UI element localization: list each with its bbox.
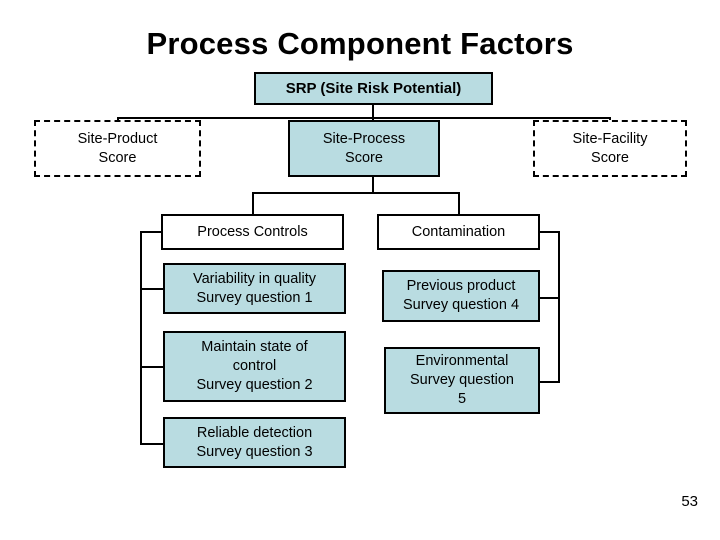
connector-contamination-vertical-bus [558,231,560,383]
node-process-controls-label: Process Controls [197,223,308,240]
connector-stub-maintain [140,366,164,368]
node-maintain-state-of-control-label: Maintain state of control Survey questio… [196,339,313,393]
node-srp[interactable]: SRP (Site Risk Potential) [254,72,493,105]
node-reliable-detection-label: Reliable detection Survey question 3 [196,424,313,460]
connector-stub-reliable [140,443,164,445]
connector-process-controls-left-stub [140,231,162,233]
connector-stub-previous-product [538,297,560,299]
node-previous-product[interactable]: Previous product Survey question 4 [382,270,540,322]
node-site-facility-score-label: Site-Facility Score [572,130,648,166]
node-site-product-score-label: Site-Product Score [77,130,158,166]
node-previous-product-label: Previous product Survey question 4 [402,278,520,313]
node-process-controls[interactable]: Process Controls [161,214,344,250]
connector-site-process-down [372,177,374,193]
connector-to-contamination [458,192,460,215]
node-site-facility-score[interactable]: Site-Facility Score [533,120,687,177]
page-number: 53 [681,493,698,510]
node-environmental-label: Environmental Survey question 5 [410,353,514,407]
node-contamination-label: Contamination [411,223,506,240]
node-environmental[interactable]: Environmental Survey question 5 [384,347,540,414]
node-site-product-score[interactable]: Site-Product Score [34,120,201,177]
node-variability-in-quality-label: Variability in quality Survey question 1 [192,270,317,306]
connector-srp-down [372,104,374,118]
connector-stub-variability [140,288,164,290]
page-title: Process Component Factors [146,26,574,61]
node-srp-label: SRP (Site Risk Potential) [285,80,462,97]
connector-level2-bus [117,117,611,119]
node-maintain-state-of-control[interactable]: Maintain state of control Survey questio… [163,331,346,402]
connector-level3-bus [252,192,460,194]
connector-to-process-controls [252,192,254,215]
node-site-process-score[interactable]: Site-Process Score [288,120,440,177]
connector-stub-environmental [538,381,560,383]
node-contamination[interactable]: Contamination [377,214,540,250]
connector-contamination-right-stub [539,231,560,233]
connector-process-controls-vertical-bus [140,231,142,445]
node-reliable-detection[interactable]: Reliable detection Survey question 3 [163,417,346,468]
node-variability-in-quality[interactable]: Variability in quality Survey question 1 [163,263,346,314]
node-site-process-score-label: Site-Process Score [322,130,406,166]
